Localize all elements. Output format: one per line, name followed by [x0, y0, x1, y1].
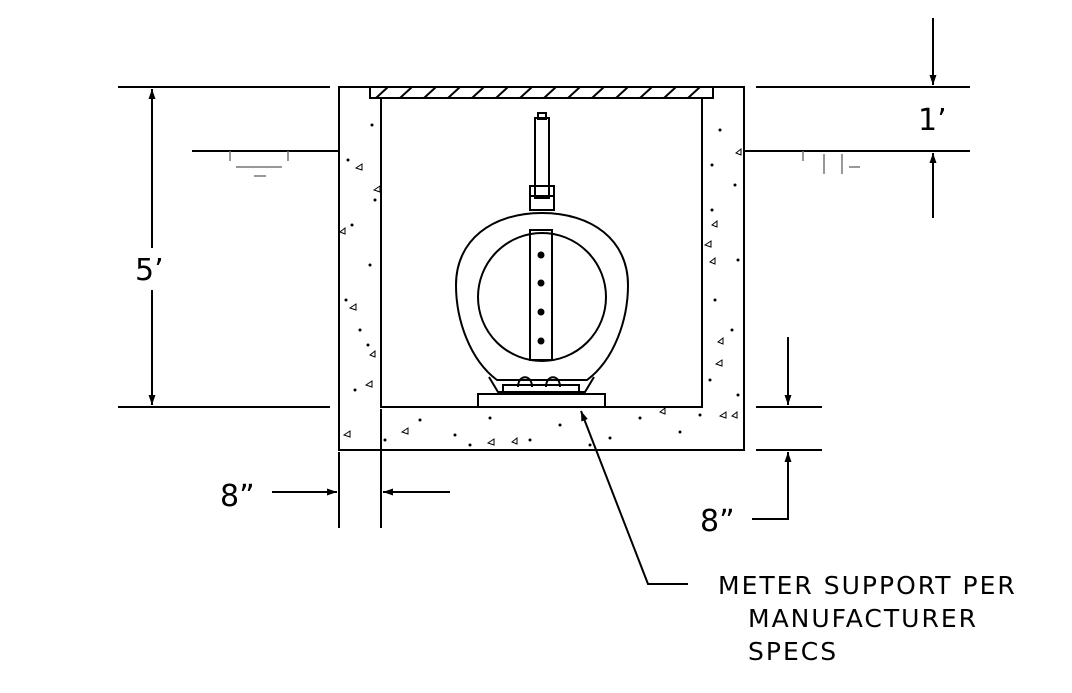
note-line-3: SPECS [748, 637, 838, 666]
concrete-aggregate [339, 147, 742, 446]
dim-slab-thickness [752, 337, 792, 520]
water-table-right [744, 150, 970, 174]
dim-wall-thickness [272, 409, 450, 528]
note-line-2: MANUFACTURER [748, 604, 978, 633]
water-table-left [192, 150, 339, 177]
concrete-texture [344, 123, 740, 447]
dim-cover-depth-label: 1’ [918, 103, 947, 138]
leader-meter-support [580, 410, 688, 585]
vault-lid [369, 86, 714, 99]
concrete-vault [338, 86, 745, 451]
dim-wall-thickness-label: 8” [220, 479, 255, 514]
flow-meter [454, 112, 630, 408]
dim-height-total-label: 5’ [135, 253, 164, 288]
ground-lines [118, 86, 970, 451]
dim-slab-thickness-label: 8” [700, 504, 735, 539]
note-line-1: METER SUPPORT PER [718, 571, 1017, 600]
